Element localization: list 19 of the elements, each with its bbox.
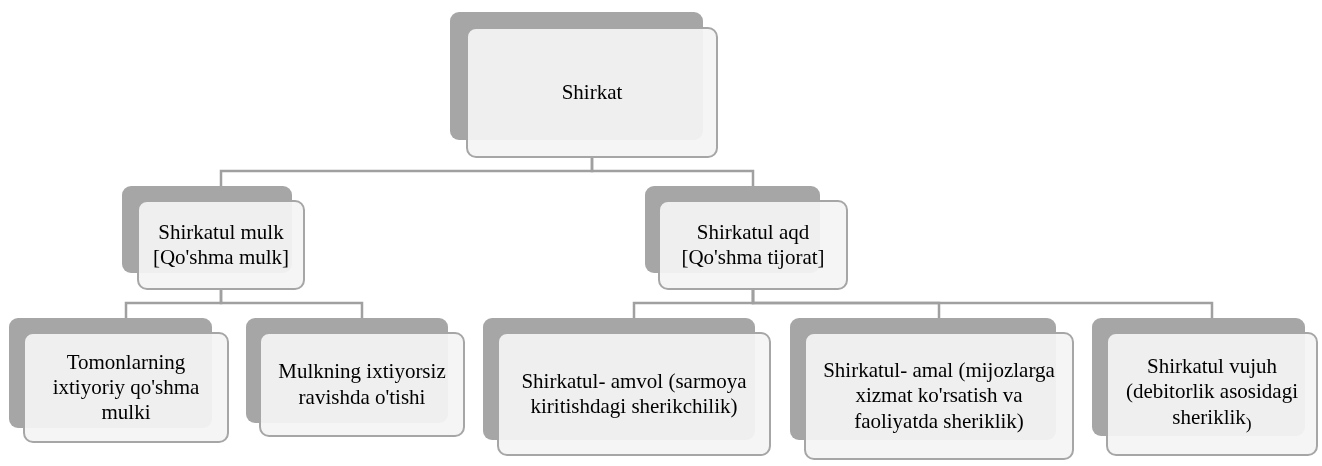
process-box <box>1092 318 1318 456</box>
process-box <box>122 186 305 290</box>
process-box <box>645 186 848 290</box>
process-box <box>790 318 1074 460</box>
node-label: Shirkatul aqd [Qo'shma tijorat] <box>680 219 826 271</box>
connector-line <box>219 290 364 318</box>
node-label: Shirkatul mulk [Qo'shma mulk] <box>151 219 291 271</box>
node-label: Tomonlarning ixtiyoriy qo'shma mulki <box>51 349 201 426</box>
process-box <box>246 318 465 437</box>
process-box <box>450 12 718 158</box>
connector-line <box>751 290 1214 318</box>
node-label: Shirkatul- amal (mijozlarga xizmat ko'rsatish va faoliyatda sheriklik) <box>822 358 1056 434</box>
connector-line <box>590 158 755 186</box>
node-label: Shirkatul vujuh (debitorlik asosidagi sheriklik$_{)}$ <box>1124 354 1300 434</box>
process-box <box>9 318 229 443</box>
node-label: Mulkning ixtiyorsiz ravishda o'tishi <box>277 359 447 410</box>
process-box <box>483 318 771 456</box>
node-label: Shirkatul- amvol (sarmoya kiritishdagi sherikchilik) <box>520 368 748 420</box>
node-label: Shirkat <box>561 79 623 106</box>
